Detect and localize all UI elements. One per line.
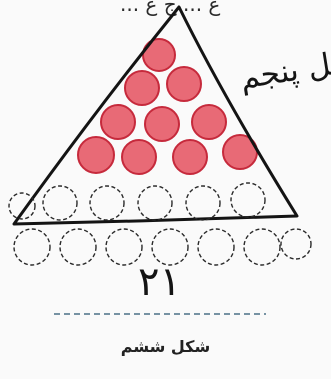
empty-circle [106,229,142,265]
red-circle [167,67,201,101]
red-circle [125,71,159,105]
red-circle [173,140,207,174]
empty-circle [138,186,172,220]
empty-circle [281,229,311,259]
empty-circle [231,183,265,217]
red-circles [78,39,257,174]
empty-circle [60,229,96,265]
empty-circle [14,229,50,265]
empty-circle [186,186,220,220]
empty-circle [43,186,77,220]
red-circle [122,140,156,174]
empty-circles-inside [9,183,265,220]
handwritten-answer: ۲۱ [138,262,181,302]
red-circle [192,105,226,139]
empty-circle [90,186,124,220]
caption-sixth-shape: شکل ششم [0,339,331,355]
empty-circle [198,229,234,265]
red-circle [145,107,179,141]
empty-circle [244,229,280,265]
red-circle [101,105,135,139]
red-circle [78,137,114,173]
